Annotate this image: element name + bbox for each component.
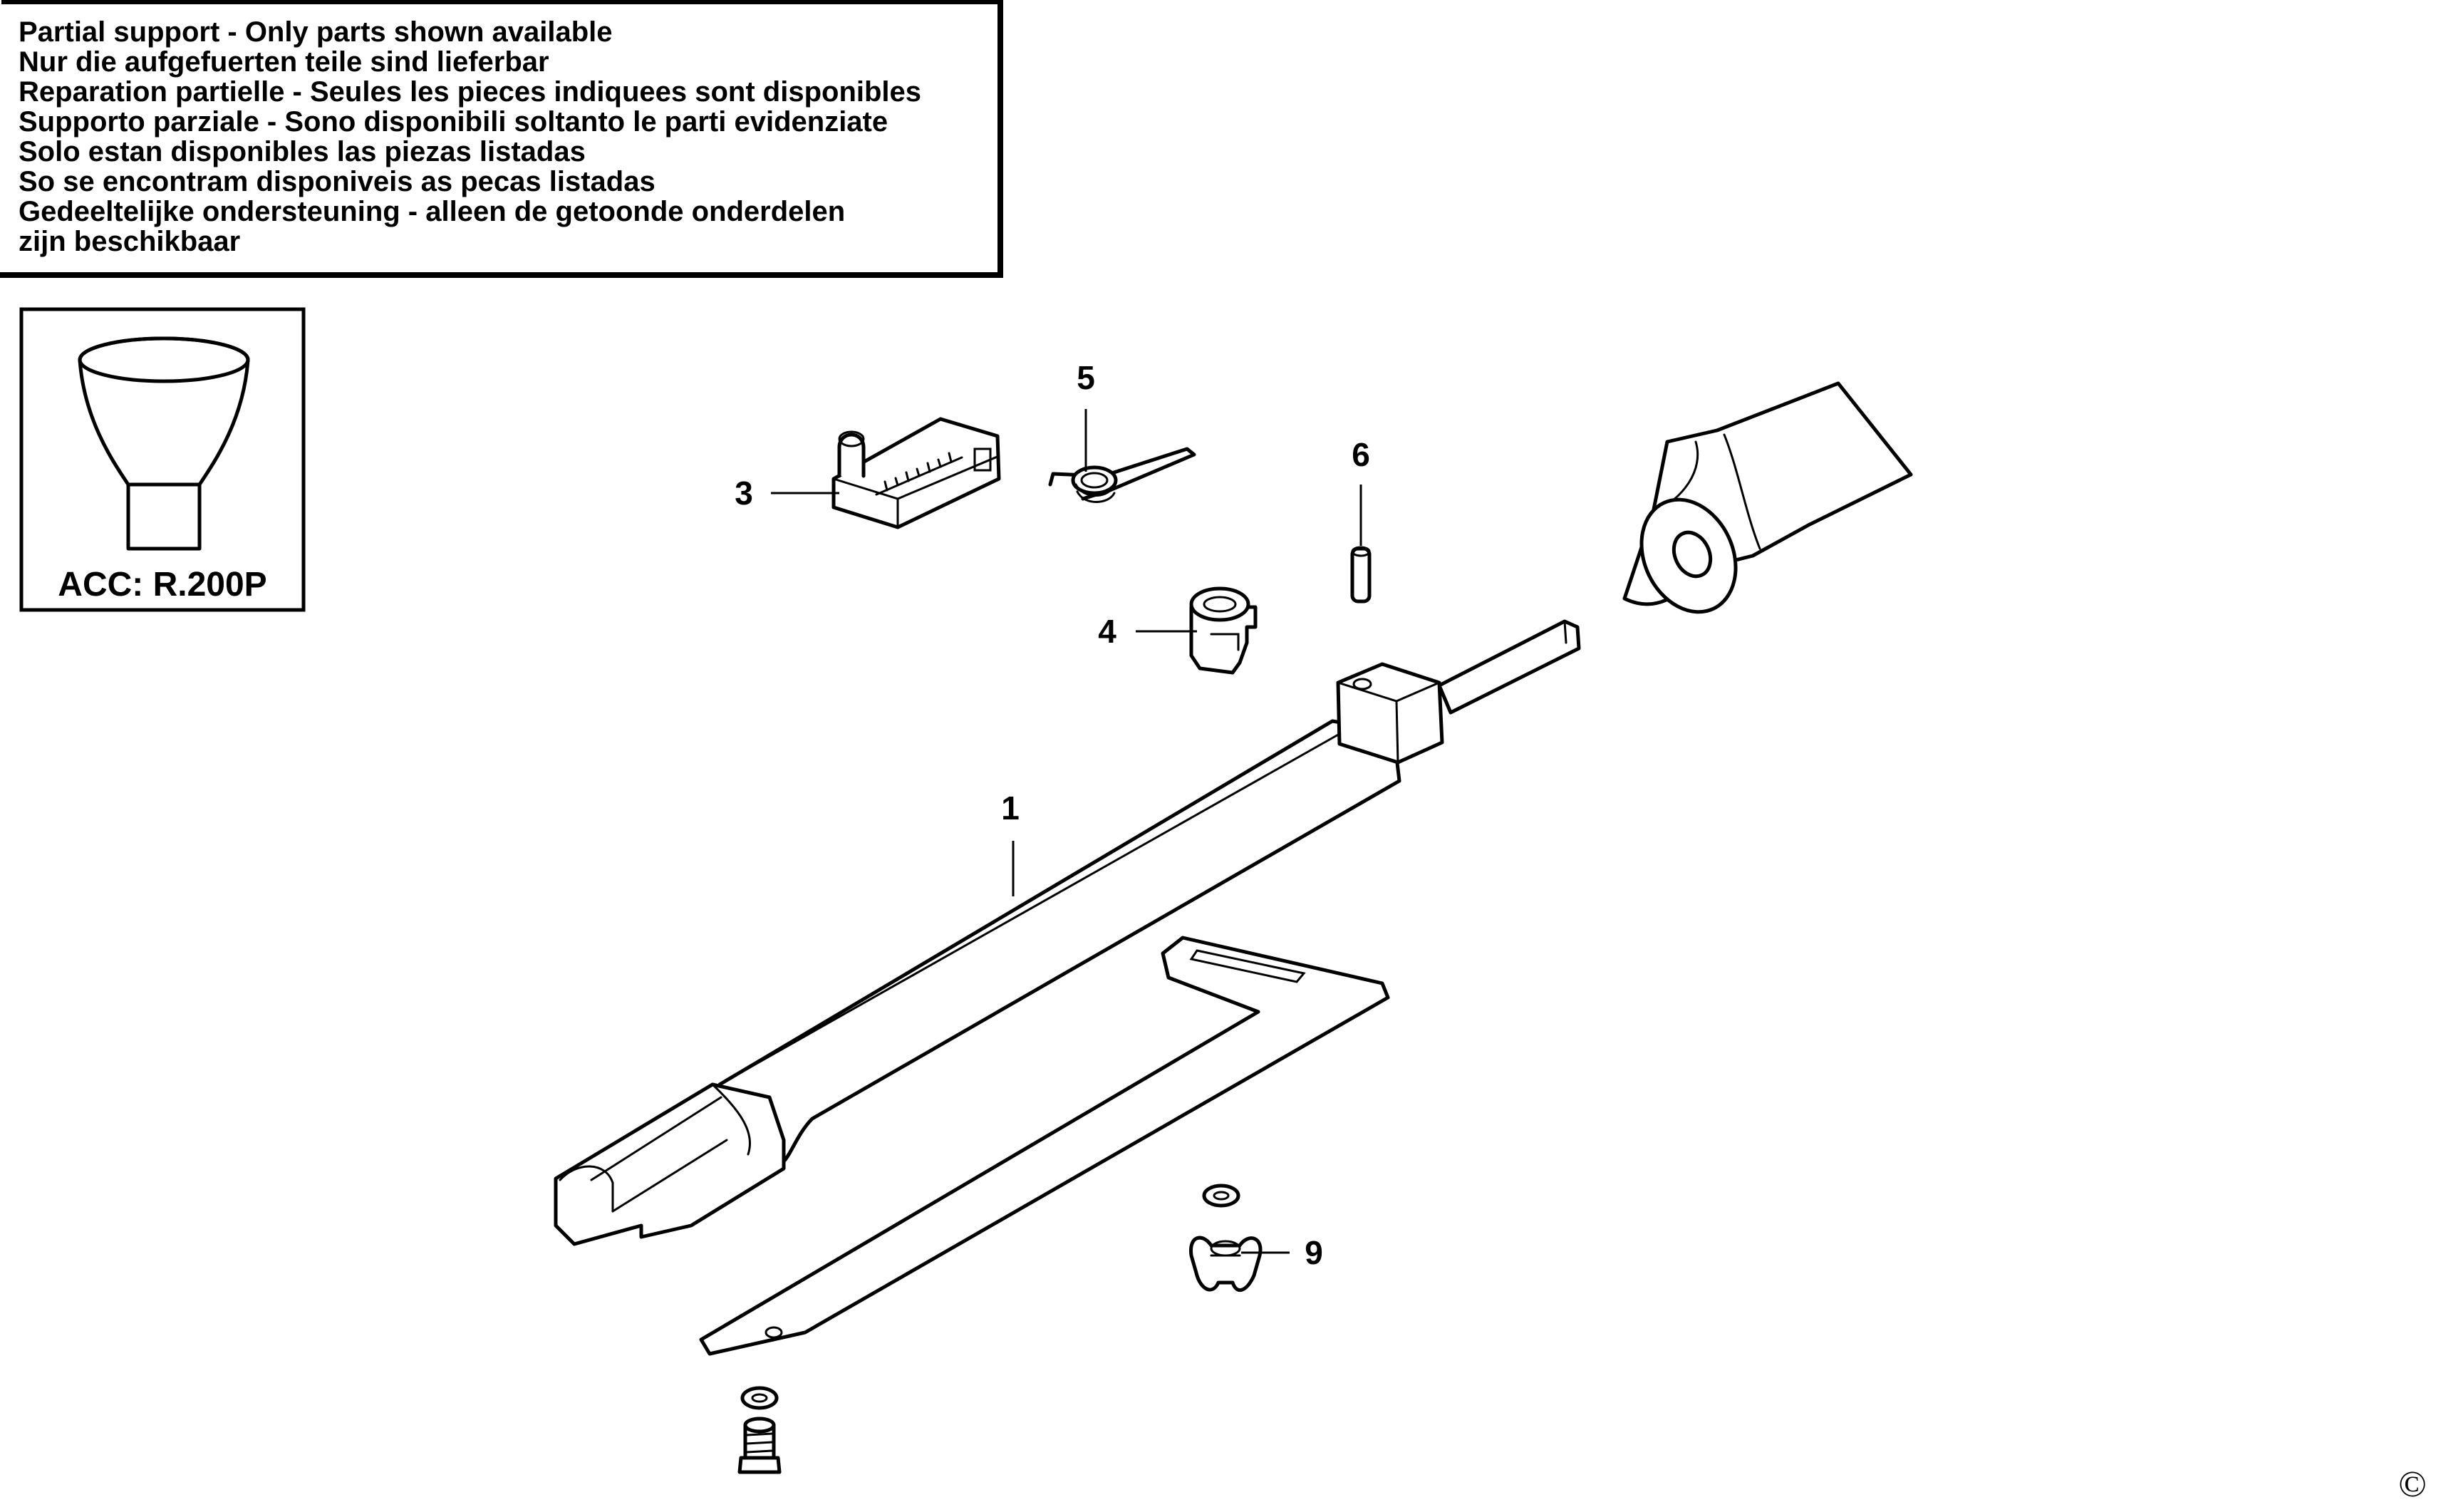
part-number-label: 4 — [1098, 613, 1116, 650]
spring — [1048, 447, 1196, 503]
callout-3: 3 — [735, 475, 839, 512]
notice-line: So se encontram disponiveis as pecas lis… — [19, 166, 655, 197]
notice-line: zijn beschikbaar — [19, 226, 240, 257]
washer — [1202, 1184, 1240, 1208]
scale-bracket — [831, 417, 1001, 529]
knob-icon — [78, 336, 250, 551]
part-number-label: 3 — [735, 475, 753, 512]
support-bar — [699, 936, 1390, 1356]
handle-grip — [1622, 381, 1913, 614]
part-number-label: 9 — [1305, 1234, 1323, 1271]
part-number-label: 6 — [1352, 436, 1370, 473]
part-number-label: 1 — [1001, 789, 1020, 827]
guide-rail — [554, 619, 1581, 1246]
wing-nut — [1189, 1236, 1263, 1293]
callout-4: 4 — [1098, 613, 1197, 650]
notice-line: Reparation partielle - Seules les pieces… — [19, 76, 921, 108]
notice-line: Nur die aufgefuerten teile sind lieferba… — [19, 46, 549, 78]
notice-line: Partial support - Only parts shown avail… — [19, 16, 613, 48]
copyright-mark: © — [2398, 1464, 2427, 1505]
callout-1: 1 — [1001, 789, 1020, 896]
accessory-box: ACC: R.200P — [19, 307, 306, 612]
notice-line: Solo estan disponibles las piezas listad… — [19, 136, 586, 167]
washer — [740, 1386, 779, 1410]
accessory-label: ACC: R.200P — [58, 566, 266, 604]
part-number-label: 5 — [1077, 359, 1095, 396]
pin — [1350, 546, 1372, 604]
notice-line: Supporto parziale - Sono disponibili sol… — [19, 106, 888, 138]
notice-line: Gedeeltelijke ondersteuning - alleen de … — [19, 196, 845, 227]
clamp-block — [1189, 586, 1258, 675]
screw — [737, 1417, 782, 1474]
callout-6: 6 — [1352, 436, 1370, 546]
callout-5: 5 — [1077, 359, 1095, 472]
notice-box: Partial support - Only parts shown avail… — [0, 0, 1003, 278]
callout-9: 9 — [1241, 1234, 1323, 1271]
